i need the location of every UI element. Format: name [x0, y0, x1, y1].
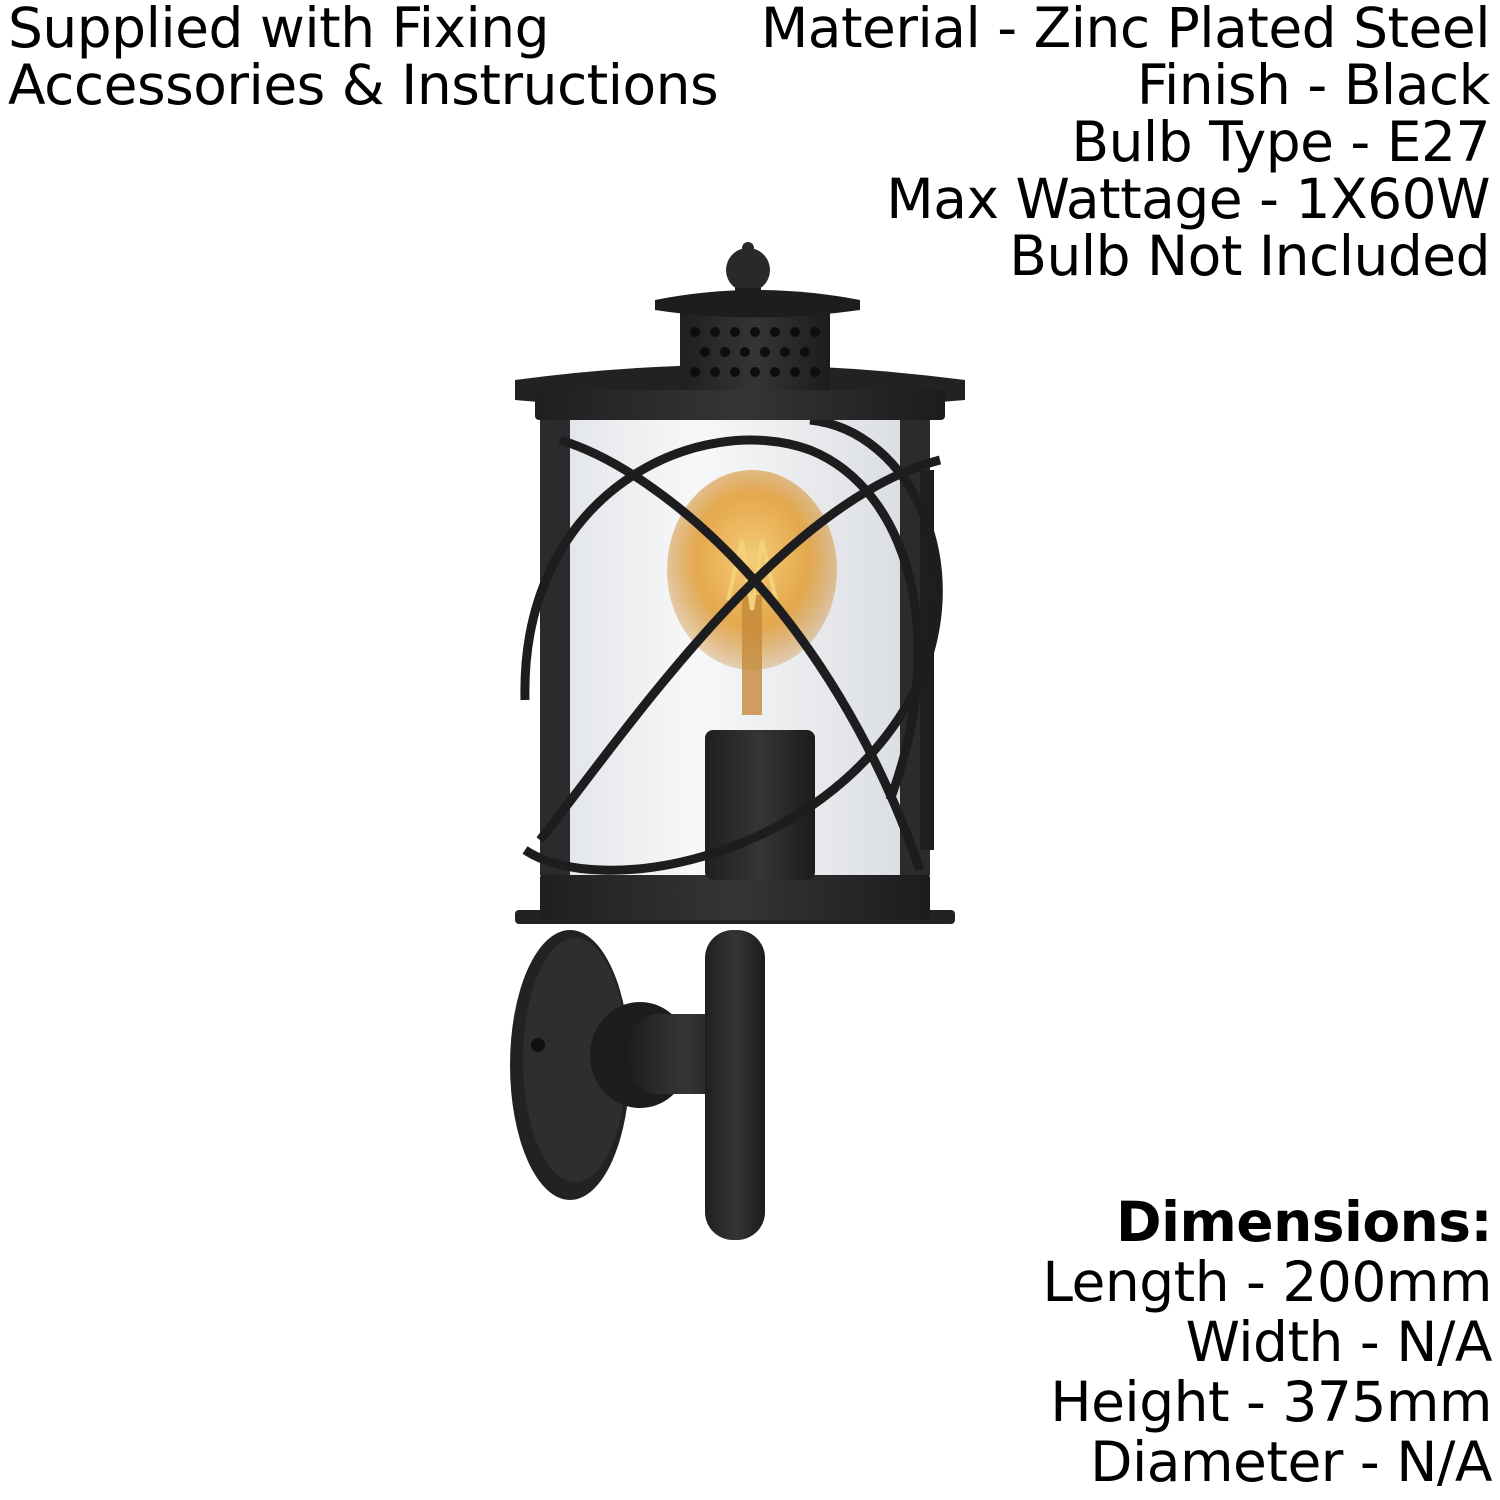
fixing-note: Supplied with Fixing Accessories & Instr…: [8, 0, 719, 117]
dimension-diameter: Diameter - N/A: [1090, 1430, 1492, 1494]
dimensions-list: Dimensions: Length - 200mm Width - N/A H…: [1042, 1192, 1492, 1492]
dimension-height: Height - 375mm: [1050, 1370, 1492, 1434]
spec-bulb-note: Bulb Not Included: [1009, 224, 1490, 288]
spec-bulb-type: Bulb Type - E27: [1071, 110, 1490, 174]
outdoor-wall-lantern-icon: [510, 242, 965, 1240]
dimension-width: Width - N/A: [1185, 1310, 1493, 1374]
decorative-bands: [520, 415, 943, 875]
dimension-length: Length - 200mm: [1042, 1250, 1492, 1314]
bulb-socket: [705, 730, 815, 880]
spec-max-wattage: Max Wattage - 1X60W: [886, 167, 1490, 231]
wall-plate: [510, 930, 630, 1200]
finial: [726, 242, 770, 300]
lamp-arm: [590, 930, 765, 1240]
dimensions-heading: Dimensions:: [1115, 1190, 1493, 1254]
spec-list: Material - Zinc Plated Steel Finish - Bl…: [760, 0, 1491, 288]
light-bulb: [667, 470, 837, 715]
spec-finish: Finish - Black: [1136, 53, 1491, 117]
vented-chimney: [655, 290, 860, 390]
fixing-note-line-2: Accessories & Instructions: [8, 53, 719, 117]
fixing-note-line-1: Supplied with Fixing: [8, 0, 550, 60]
base-ring: [515, 872, 955, 924]
spec-material: Material - Zinc Plated Steel: [760, 0, 1491, 60]
